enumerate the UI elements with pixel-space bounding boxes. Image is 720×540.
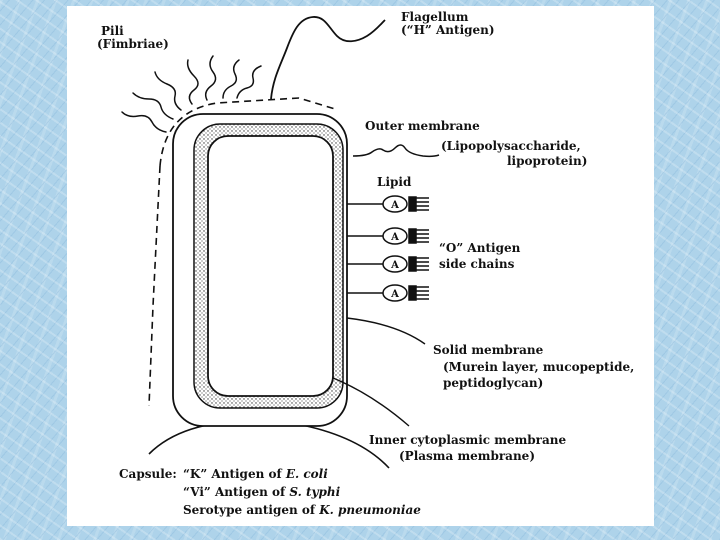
vi-antigen-text: “Vi” Antigen of bbox=[183, 485, 289, 499]
murein-label: (Murein layer, mucopeptide, bbox=[433, 361, 634, 374]
solid-membrane-label: Solid membrane bbox=[433, 344, 634, 357]
lps-units bbox=[347, 196, 429, 301]
k-pneumoniae-species: K. pneumoniae bbox=[319, 503, 421, 517]
cytoplasmic-membrane bbox=[208, 136, 333, 396]
o-antigen-label: “O” Antigen bbox=[439, 242, 520, 255]
lipoprotein-label: lipoprotein) bbox=[441, 155, 587, 168]
lps-unit bbox=[347, 285, 429, 301]
flagellum bbox=[271, 17, 385, 99]
plasma-membrane-label: (Plasma membrane) bbox=[369, 450, 566, 463]
label-lps: (Lipopolysaccharide, lipoprotein) bbox=[441, 140, 587, 168]
slide: A A A A Pili (Fimbriae) Flagellum (“H” A… bbox=[67, 6, 654, 526]
solid-membrane-leader bbox=[347, 318, 425, 344]
lipid-a-label: A bbox=[390, 232, 399, 243]
h-antigen-label: (“H” Antigen) bbox=[401, 24, 495, 37]
label-flagellum: Flagellum (“H” Antigen) bbox=[401, 11, 495, 37]
lps-unit bbox=[347, 196, 429, 212]
s-typhi-species: S. typhi bbox=[289, 485, 340, 499]
lipid-a-label: A bbox=[390, 200, 399, 211]
lps-label: (Lipopolysaccharide, bbox=[441, 140, 587, 153]
side-chains-label: side chains bbox=[439, 258, 520, 271]
peptidoglycan-label: peptidoglycan) bbox=[433, 377, 634, 390]
label-inner-membrane: Inner cytoplasmic membrane (Plasma membr… bbox=[369, 434, 566, 463]
outer-membrane-brace bbox=[353, 145, 439, 156]
lps-unit bbox=[347, 228, 429, 244]
lipid-a-label: A bbox=[390, 289, 399, 300]
k-antigen-text: “K” Antigen of bbox=[183, 467, 286, 481]
fimbriae-label: (Fimbriae) bbox=[97, 38, 169, 51]
label-capsule: Capsule:“K” Antigen of E. coli “Vi” Anti… bbox=[119, 468, 519, 526]
capsule-outline-bottom bbox=[149, 421, 389, 468]
lipid-label: Lipid bbox=[377, 176, 411, 189]
serotype-antigen-text: Serotype antigen of bbox=[183, 503, 319, 517]
lipid-a-label: A bbox=[390, 260, 399, 271]
capsule-outline-left bbox=[149, 166, 160, 406]
lps-unit bbox=[347, 256, 429, 272]
inner-membrane-label: Inner cytoplasmic membrane bbox=[369, 434, 566, 447]
label-o-antigen: “O” Antigen side chains bbox=[439, 242, 520, 271]
e-coli-species: E. coli bbox=[286, 467, 328, 481]
label-solid-membrane: Solid membrane (Murein layer, mucopeptid… bbox=[433, 344, 634, 390]
capsule-label: Capsule: bbox=[119, 468, 183, 481]
outer-membrane-label: Outer membrane bbox=[365, 120, 480, 133]
label-pili: Pili (Fimbriae) bbox=[97, 25, 169, 51]
